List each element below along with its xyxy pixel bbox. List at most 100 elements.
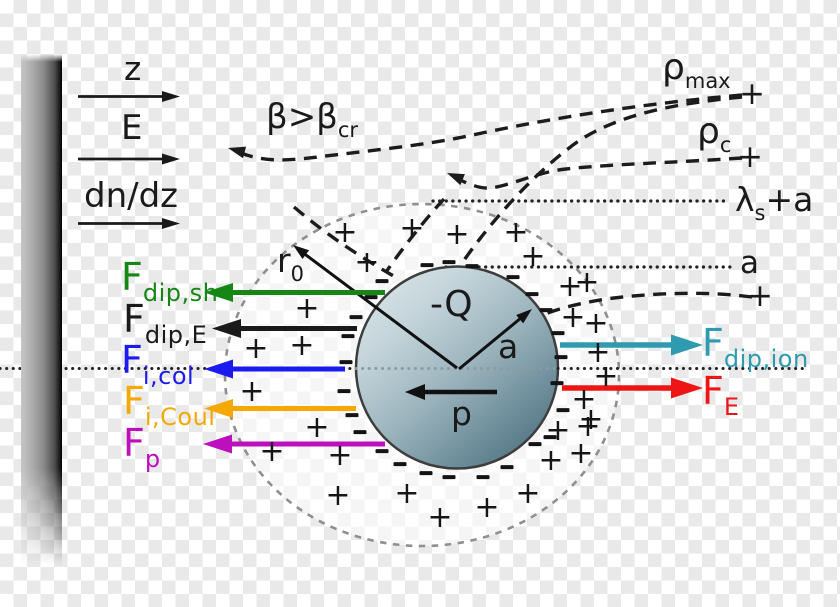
force-arrow-E bbox=[562, 377, 703, 399]
plus-sign: + bbox=[575, 409, 601, 444]
minus-sign bbox=[442, 475, 456, 479]
minus-sign bbox=[345, 413, 359, 417]
plus-sign: + bbox=[444, 217, 470, 252]
charge-Q-label: -Q bbox=[430, 284, 473, 325]
lambda-s-plus-a-label: λs+a bbox=[735, 180, 814, 225]
rho-c-plus: + bbox=[737, 139, 763, 175]
plus-sign: + bbox=[427, 500, 453, 535]
plus-sign: + bbox=[568, 436, 594, 471]
r0-label: r0 bbox=[277, 241, 304, 286]
minus-sign bbox=[551, 331, 565, 335]
plus-sign: + bbox=[239, 374, 265, 409]
electrode-wall bbox=[21, 54, 62, 571]
plus-sign: + bbox=[394, 476, 420, 511]
flow-label-dndz: dn/dz bbox=[84, 176, 179, 216]
minus-sign bbox=[500, 465, 514, 469]
plus-sign: + bbox=[304, 410, 330, 445]
minus-sign bbox=[543, 435, 557, 439]
rho-max-label: ρmax bbox=[662, 47, 731, 93]
minus-sign bbox=[506, 275, 520, 279]
flow-arrows bbox=[78, 91, 180, 229]
plus-sign: + bbox=[560, 300, 586, 335]
plus-sign: + bbox=[574, 265, 600, 300]
sphere-radius-label: a bbox=[498, 327, 519, 366]
radius-a-line-label: a bbox=[740, 245, 759, 281]
dipole-label: p bbox=[451, 394, 472, 433]
minus-sign bbox=[554, 355, 568, 359]
ion-trajectories bbox=[233, 93, 753, 318]
force-label-i-col: Fi,col bbox=[121, 338, 195, 390]
minus-sign bbox=[539, 308, 553, 312]
trajectory-scatter-up bbox=[458, 95, 743, 267]
rho-max-plus: + bbox=[739, 76, 765, 112]
plus-sign: + bbox=[243, 331, 269, 366]
rho-c-label: ρc bbox=[697, 111, 732, 157]
force-label-p: Fp bbox=[123, 421, 161, 473]
minus-sign bbox=[349, 315, 363, 319]
plus-sign: + bbox=[545, 413, 571, 448]
plus-sign: + bbox=[585, 335, 611, 370]
force-label-E: FE bbox=[702, 369, 740, 421]
trajectory-arrowhead-beta bbox=[228, 146, 247, 159]
plus-sign: + bbox=[325, 478, 351, 513]
minus-sign bbox=[393, 462, 407, 466]
force-label-i-Coul: Fi,Coul bbox=[123, 379, 216, 431]
plus-sign: + bbox=[259, 434, 285, 469]
plus-sign: + bbox=[399, 211, 425, 246]
plus-sign: + bbox=[474, 490, 500, 525]
r0-radius-arrow bbox=[293, 245, 458, 370]
plus-sign: + bbox=[583, 306, 609, 341]
trajectory-rho-c bbox=[449, 156, 743, 190]
plus-sign: + bbox=[571, 382, 597, 417]
minus-sign bbox=[364, 295, 378, 299]
beta-condition-label: β>βcr bbox=[266, 97, 359, 142]
minus-sign bbox=[550, 381, 564, 385]
flow-label-z: z bbox=[124, 49, 142, 88]
trajectory-into-grain-top bbox=[384, 197, 446, 273]
force-arrow-dip-E bbox=[212, 319, 357, 338]
minus-sign bbox=[525, 292, 539, 296]
force-label-dip-E: Fdip,E bbox=[123, 297, 208, 349]
plus-sign: + bbox=[538, 443, 564, 478]
minus-sign bbox=[339, 360, 353, 364]
trajectory-arrowhead-rho-c bbox=[447, 173, 465, 186]
trajectory-rho-max bbox=[233, 93, 743, 162]
plus-sign: + bbox=[557, 269, 583, 304]
plus-sign: + bbox=[515, 476, 541, 511]
minus-sign bbox=[353, 430, 367, 434]
minus-sign bbox=[420, 263, 434, 267]
minus-sign bbox=[476, 475, 490, 479]
plus-sign: + bbox=[294, 291, 320, 326]
plus-sign: + bbox=[593, 359, 619, 394]
force-arrow-i-col bbox=[204, 359, 345, 379]
minus-sign bbox=[341, 334, 355, 338]
force-label-dip-ion: Fdip,ion bbox=[702, 321, 809, 373]
plus-sign: + bbox=[332, 215, 358, 250]
force-arrow-dip-ion bbox=[560, 334, 703, 356]
plus-sign: + bbox=[520, 239, 546, 274]
trajectory-grazing-right bbox=[539, 291, 753, 318]
dipole-p-arrow bbox=[405, 384, 497, 400]
plus-sign: + bbox=[327, 438, 353, 473]
plus-sign: + bbox=[578, 402, 604, 437]
plus-sign: + bbox=[354, 245, 380, 280]
minus-sign bbox=[556, 408, 570, 412]
minus-sign bbox=[419, 471, 433, 475]
minus-sign bbox=[337, 389, 351, 393]
force-label-dip-sh: Fdip,sh bbox=[121, 255, 219, 307]
force-arrow-p bbox=[203, 434, 385, 454]
minus-sign bbox=[375, 279, 389, 283]
force-arrow-i-Coul bbox=[204, 399, 356, 418]
minus-sign bbox=[528, 442, 542, 446]
force-arrow-dip-sh bbox=[204, 283, 385, 302]
minus-sign bbox=[375, 449, 389, 453]
sphere-radius-arrow bbox=[458, 309, 532, 371]
flow-label-E: E bbox=[121, 108, 143, 148]
plus-sign: + bbox=[503, 215, 529, 250]
minus-sign bbox=[442, 260, 456, 264]
grazing-plus: + bbox=[747, 278, 773, 314]
minus-sign bbox=[465, 264, 479, 268]
